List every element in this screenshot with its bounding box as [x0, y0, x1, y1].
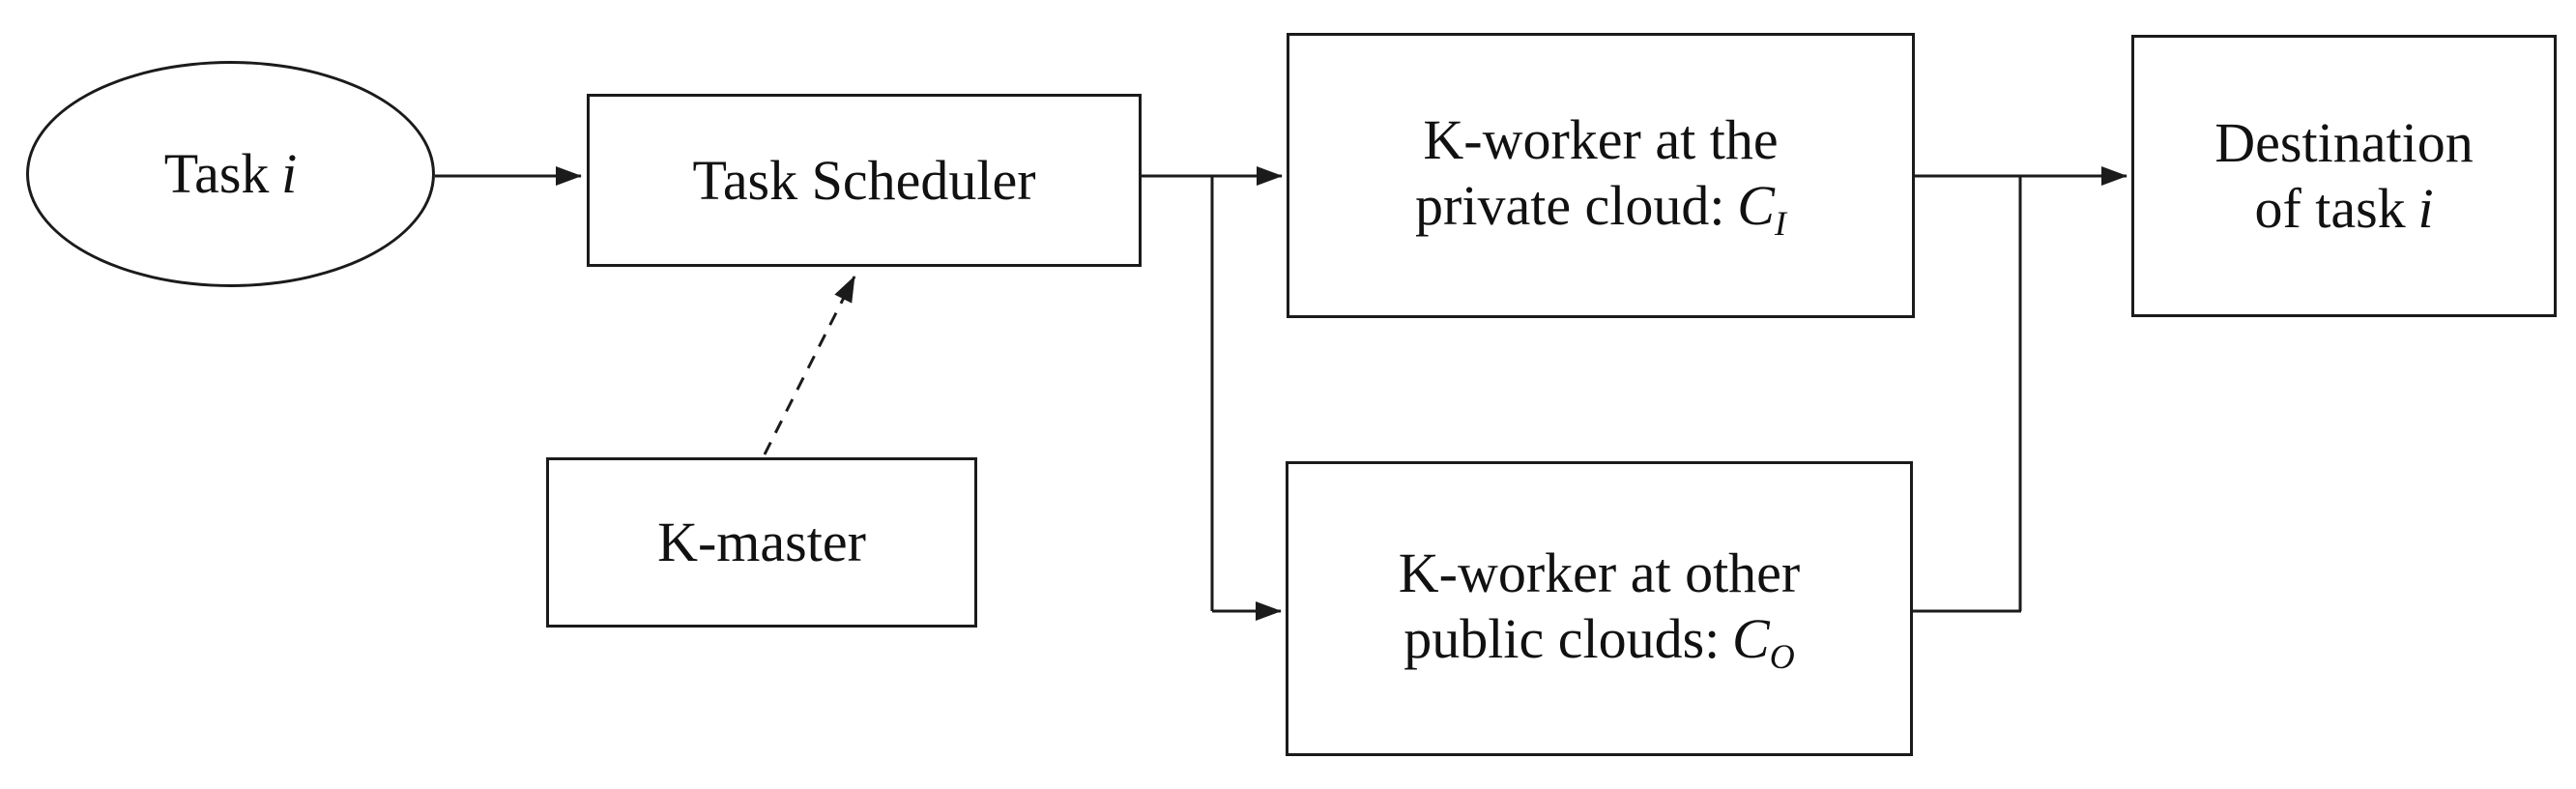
- private-worker-box: K-worker at the private cloud:CI: [1287, 33, 1915, 318]
- destination-line2-variable: i: [2417, 177, 2434, 240]
- task-scheduler-box: Task Scheduler: [587, 94, 1142, 267]
- k-master-box: K-master: [546, 457, 977, 628]
- public-worker-line2-text: public clouds:: [1404, 607, 1721, 670]
- task-label-text: Task: [163, 142, 270, 206]
- destination-line2-text: of task: [2254, 177, 2406, 240]
- public-worker-label-line2: public clouds:CO: [1404, 606, 1794, 677]
- public-worker-box: K-worker at other public clouds:CO: [1286, 461, 1913, 756]
- public-worker-symbol-letter: C: [1732, 607, 1770, 670]
- private-worker-symbol-subscript: I: [1774, 203, 1786, 243]
- task-scheduler-label: Task Scheduler: [692, 148, 1036, 212]
- dashed-arrow-kmaster-to-scheduler: [763, 276, 856, 455]
- private-worker-symbol-letter: C: [1737, 174, 1775, 237]
- public-worker-label-line1: K-worker at other: [1398, 541, 1801, 605]
- private-worker-symbol: CI: [1737, 174, 1786, 243]
- private-worker-line2-text: private cloud:: [1415, 174, 1725, 237]
- destination-label-line1: Destination: [2214, 111, 2474, 175]
- public-worker-symbol: CO: [1732, 607, 1795, 676]
- public-worker-symbol-subscript: O: [1769, 636, 1795, 676]
- task-label-variable: i: [281, 142, 298, 206]
- private-worker-label-line2: private cloud:CI: [1415, 173, 1786, 244]
- k-master-label: K-master: [657, 511, 866, 574]
- private-worker-label-line1: K-worker at the: [1423, 108, 1779, 172]
